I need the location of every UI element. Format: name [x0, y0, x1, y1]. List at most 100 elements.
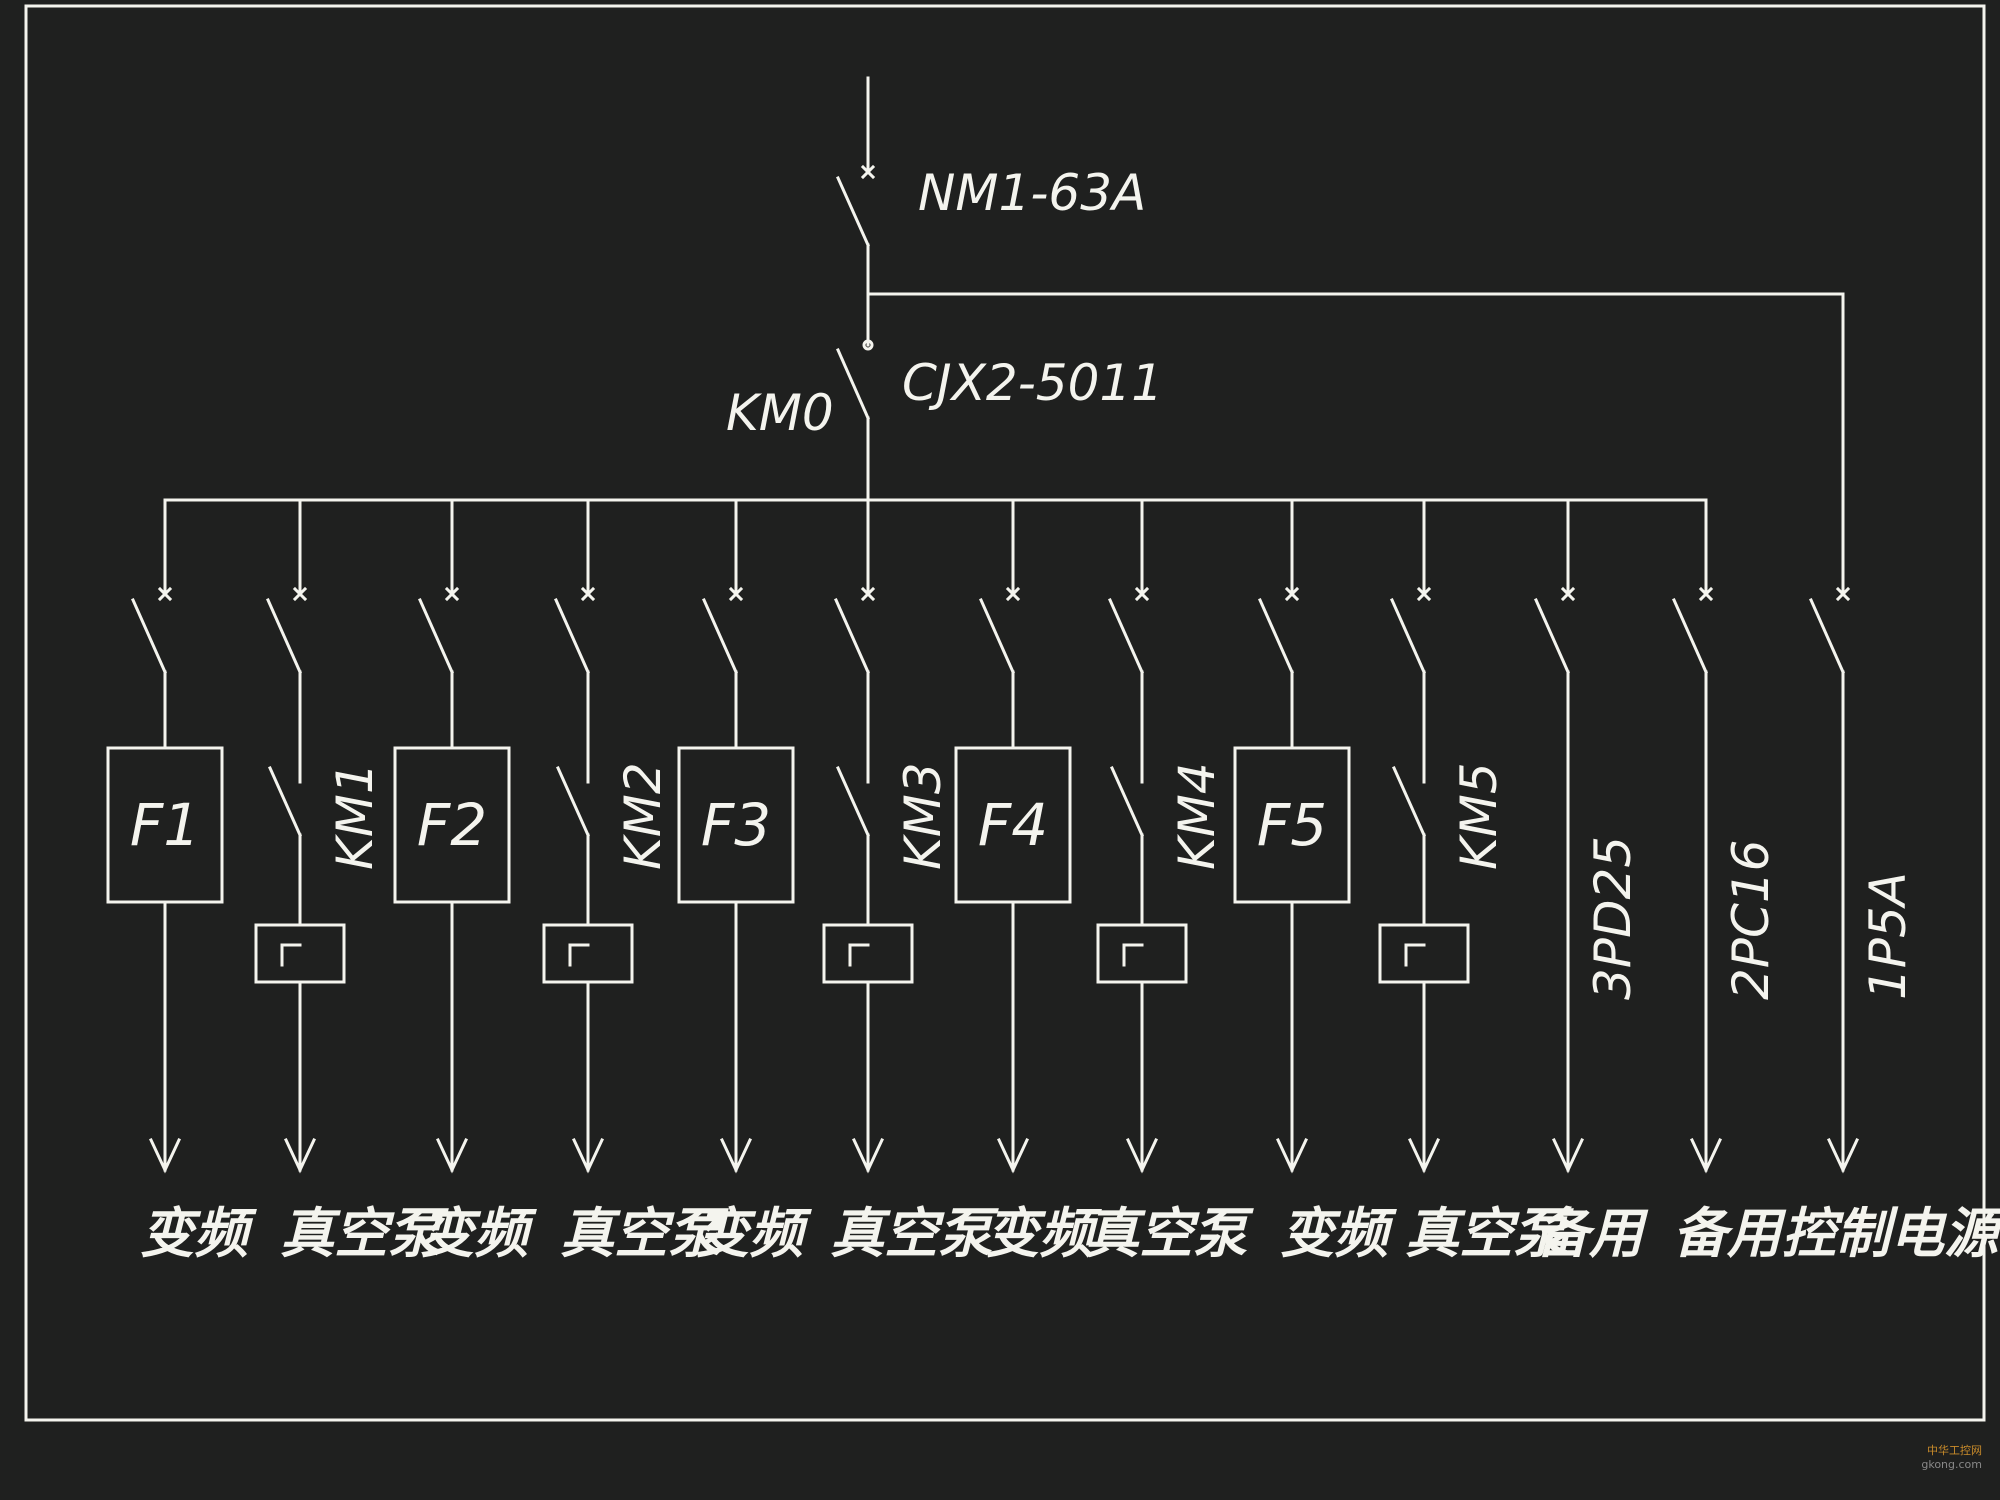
load-label: 变频 [985, 1202, 1102, 1265]
contactor-label: KM3 [894, 762, 952, 870]
thermal-relay-box [1378, 923, 1470, 984]
branch-breaker-blade [131, 598, 167, 674]
branch-km3: KM3 真空泵 [822, 498, 999, 1265]
branch-breaker-x [292, 586, 308, 602]
branch-f2: F2 变频 [393, 498, 537, 1265]
load-label: 备用 [1673, 1202, 1787, 1265]
contactor-blade [556, 766, 590, 837]
branch-breaker-x [860, 586, 876, 602]
branch-breaker-blade [702, 598, 738, 674]
branch-breaker-blade [418, 598, 454, 674]
branch-3pd25: 3PD25 备用 [1534, 498, 1649, 1265]
spare-breaker-label: 3PD25 [1584, 836, 1642, 1000]
thermal-relay-box [542, 923, 634, 984]
branch-breaker-blade [266, 598, 302, 674]
main-breaker-blade [836, 176, 870, 247]
contactor-blade [836, 766, 870, 837]
drawing-frame [24, 4, 1986, 1422]
load-label: 控制电源 [1782, 1202, 2000, 1265]
main-contactor-model: CJX2-5011 [902, 354, 1163, 412]
branch-breaker-x [1698, 586, 1714, 602]
branch-f3: F3 变频 [677, 498, 812, 1265]
load-label: 变频 [420, 1202, 537, 1265]
contactor-label: KM5 [1450, 762, 1508, 870]
thermal-relay-symbol [848, 943, 870, 967]
branch-breaker-x [1134, 586, 1150, 602]
branch-km2: KM2 真空泵 [542, 498, 729, 1265]
contactor-blade [268, 766, 302, 837]
load-label: 真空泵 [1085, 1202, 1254, 1265]
load-arrow [1690, 1138, 1722, 1174]
branch-circuits: F1变频KM1真空泵F2变频KM2真空泵F3变频KM3真空泵F4变频KM4真空泵… [106, 498, 2000, 1265]
load-label: 真空泵 [560, 1202, 729, 1265]
inverter-label: F3 [701, 791, 771, 859]
load-arrow [997, 1138, 1029, 1174]
contactor-label: KM2 [614, 762, 672, 870]
branch-breaker-x [157, 586, 173, 602]
load-arrow [284, 1138, 316, 1174]
branch-2pc16: 2PC16 备用 [1672, 498, 1787, 1265]
branch-breaker-x [444, 586, 460, 602]
load-arrow [1408, 1138, 1440, 1174]
spare-breaker-label: 1P5A [1859, 872, 1917, 1000]
branch-breaker-x [1416, 586, 1432, 602]
load-arrow [1276, 1138, 1308, 1174]
branch-f4: F4 变频 [954, 498, 1102, 1265]
branch-breaker-blade [1809, 598, 1845, 674]
breaker-x-mark [860, 164, 876, 180]
branch-breaker-x [728, 586, 744, 602]
branch-1p5a: 1P5A 控制电源 [1782, 586, 2000, 1265]
thermal-relay-box [1096, 923, 1188, 984]
load-arrow [149, 1138, 181, 1174]
branch-breaker-blade [554, 598, 590, 674]
load-label: 变频 [695, 1202, 812, 1265]
branch-breaker-blade [834, 598, 870, 674]
branch-breaker-x [1005, 586, 1021, 602]
load-label: 备用 [1535, 1202, 1649, 1265]
load-arrow [1126, 1138, 1158, 1174]
branch-breaker-blade [979, 598, 1015, 674]
spare-breaker-label: 2PC16 [1722, 840, 1780, 1001]
watermark-text: 中华工控网 [1927, 1444, 1982, 1457]
inverter-label: F4 [978, 791, 1048, 859]
branch-breaker-blade [1534, 598, 1570, 674]
branch-breaker-blade [1108, 598, 1144, 674]
branch-breaker-x [1284, 586, 1300, 602]
main-contactor-id: KM0 [726, 384, 834, 442]
branch-breaker-x [1560, 586, 1576, 602]
load-arrow [1827, 1138, 1859, 1174]
load-arrow [436, 1138, 468, 1174]
inverter-label: F2 [417, 791, 487, 859]
branch-breaker-blade [1672, 598, 1708, 674]
branch-f5: F5 变频 [1233, 498, 1397, 1265]
contactor-contact-dot [862, 339, 874, 351]
inverter-label: F5 [1257, 791, 1327, 859]
main-contactor-blade [836, 348, 870, 420]
contactor-blade [1392, 766, 1426, 837]
load-label: 变频 [1280, 1202, 1397, 1265]
contactor-blade [1110, 766, 1144, 837]
load-label: 真空泵 [830, 1202, 999, 1265]
branch-breaker-blade [1390, 598, 1426, 674]
branch-breaker-blade [1258, 598, 1294, 674]
inverter-label: F1 [130, 791, 200, 859]
branch-km4: KM4 真空泵 [1085, 498, 1254, 1265]
load-label: 变频 [140, 1202, 257, 1265]
load-arrow [572, 1138, 604, 1174]
load-arrow [852, 1138, 884, 1174]
watermark-logo: 中华工控网 gkong.com [1862, 1442, 1982, 1490]
load-arrow [720, 1138, 752, 1174]
main-breaker-label: NM1-63A [918, 164, 1146, 222]
load-label: 真空泵 [280, 1202, 449, 1265]
thermal-relay-symbol [1122, 943, 1144, 967]
thermal-relay-symbol [280, 943, 302, 967]
watermark-url: gkong.com [1921, 1458, 1982, 1471]
thermal-relay-symbol [1404, 943, 1426, 967]
contactor-label: KM4 [1168, 762, 1226, 870]
thermal-relay-symbol [568, 943, 590, 967]
load-arrow [1552, 1138, 1584, 1174]
branch-f1: F1 变频 [106, 498, 257, 1265]
